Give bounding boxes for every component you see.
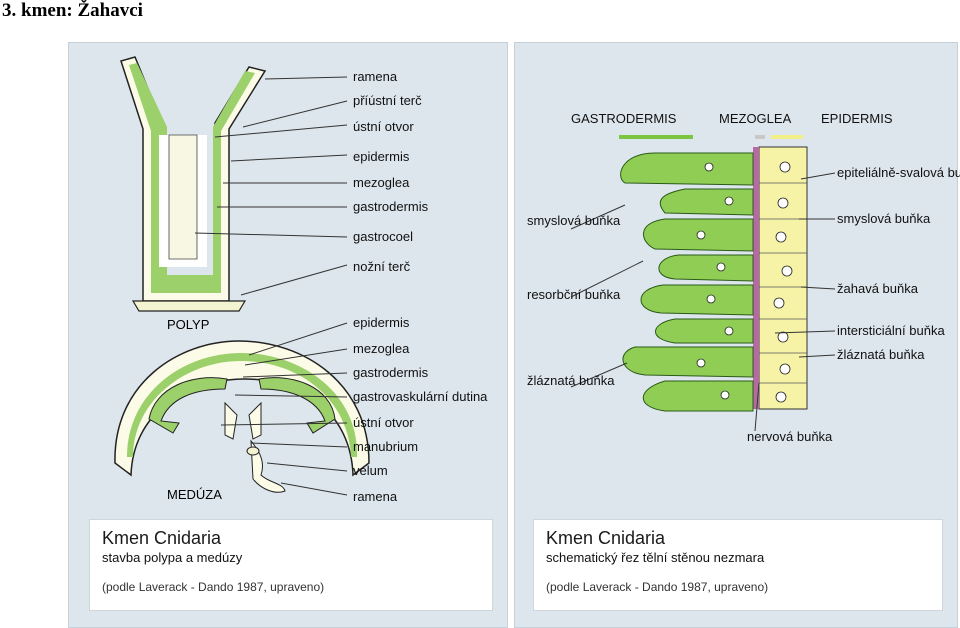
left-label-zlaznata: žláznatá buňka [527,373,615,388]
polyp-leader-lines [194,76,348,496]
layer-header-epidermis: EPIDERMIS [821,111,893,126]
right-caption-source: (podle Laverack - Dando 1987, upraveno) [546,580,769,594]
meduza-label-4: gastrovaskulární dutina [353,389,488,404]
layer-header-mezoglea: MEZOGLEA [719,111,792,126]
meduza-title: MEDÚZA [167,487,222,502]
polyp-medusa-panel: POLYP MEDÚZA [68,42,508,628]
right-label-zlaznata: žláznatá buňka [837,347,925,362]
left-caption-title: Kmen Cnidaria [102,528,222,548]
polyp-label-6: gastrodermis [353,199,429,214]
left-label-smyslova: smyslová buňka [527,213,621,228]
right-label-epitelialne: epiteliálně-svalová buňka [837,165,960,180]
page-heading: 3. kmen: Žahavci [2,0,143,21]
meduza-label-7: velum [353,463,388,478]
layer-header-gastrodermis: GASTRODERMIS [571,111,677,126]
body-wall-panel: GASTRODERMIS MEZOGLEA EPIDERMIS [514,42,960,628]
meduza-label-8: ramena [353,489,398,504]
right-label-intersticialni: intersticiální buňka [837,323,945,338]
left-label-resorbcni: resorbční buňka [527,287,621,302]
polyp-label-4: epidermis [353,149,410,164]
polyp-illustration [120,56,267,312]
polyp-title: POLYP [167,317,209,332]
right-caption-subtitle: schematický řez tělní stěnou nezmara [546,550,765,565]
polyp-label-3: ústní otvor [353,119,414,134]
bottom-label-nervova: nervová buňka [747,429,833,444]
meduza-label-6: manubrium [353,439,419,454]
body-wall-diagram [570,135,836,432]
gastrodermis-color-bar [619,135,693,139]
polyp-label-2: příústní terč [353,93,422,108]
polyp-label-7: gastrocoel [353,229,413,244]
meduza-label-1: epidermis [353,315,410,330]
polyp-label-1: ramena [353,69,398,84]
polyp-medusa-diagram: POLYP MEDÚZA [114,56,370,502]
polyp-label-8: nožní terč [353,259,411,274]
meduza-label-5: ústní otvor [353,415,414,430]
meduza-label-2: mezoglea [353,341,410,356]
left-caption-subtitle: stavba polypa a medúzy [102,550,243,565]
right-caption: Kmen Cnidaria schematický řez tělní stěn… [533,519,943,611]
mezoglea-color-bar [755,135,765,139]
left-caption: Kmen Cnidaria stavba polypa a medúzy (po… [89,519,493,611]
right-label-zahava: žahavá buňka [837,281,918,296]
meduza-label-3: gastrodermis [353,365,429,380]
epidermis-color-bar [771,135,803,139]
right-caption-title: Kmen Cnidaria [546,528,666,548]
polyp-label-5: mezoglea [353,175,410,190]
left-caption-source: (podle Laverack - Dando 1987, upraveno) [102,580,325,594]
right-label-smyslova: smyslová buňka [837,211,931,226]
